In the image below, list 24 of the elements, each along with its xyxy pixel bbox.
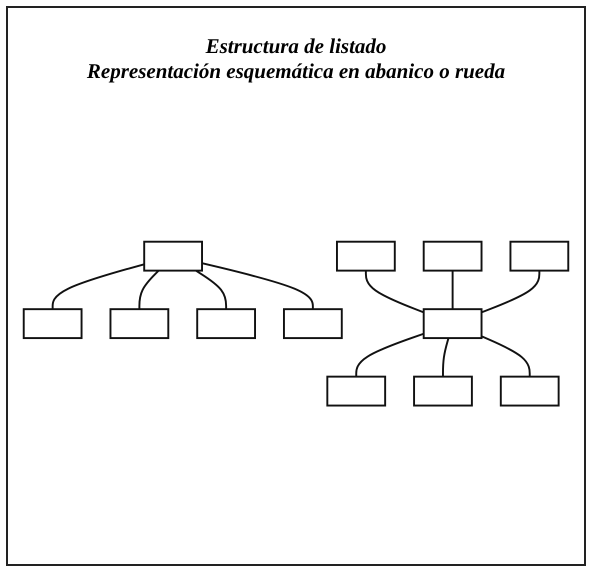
node-box: [509, 241, 570, 272]
connector: [355, 333, 424, 377]
connector: [138, 270, 160, 310]
connector: [195, 270, 228, 310]
node-box: [22, 308, 83, 340]
node-box: [143, 241, 203, 272]
connector: [364, 270, 424, 314]
node-box: [500, 376, 560, 407]
node-box: [336, 241, 396, 272]
connector: [52, 264, 144, 310]
diagram-title: Estructura de listado: [206, 34, 386, 59]
node-box: [196, 308, 256, 340]
node-box: [326, 376, 386, 407]
connector: [442, 338, 450, 377]
connector: [481, 270, 540, 314]
node-box: [110, 308, 170, 340]
node-box: [422, 241, 482, 272]
node-box: [422, 308, 482, 340]
connector: [481, 336, 531, 377]
connector: [452, 270, 454, 310]
subtitle: Representación esquemática en abanico o rueda: [86, 59, 506, 84]
connector: [202, 262, 314, 310]
node-box: [413, 376, 473, 407]
node-box: [283, 308, 343, 340]
